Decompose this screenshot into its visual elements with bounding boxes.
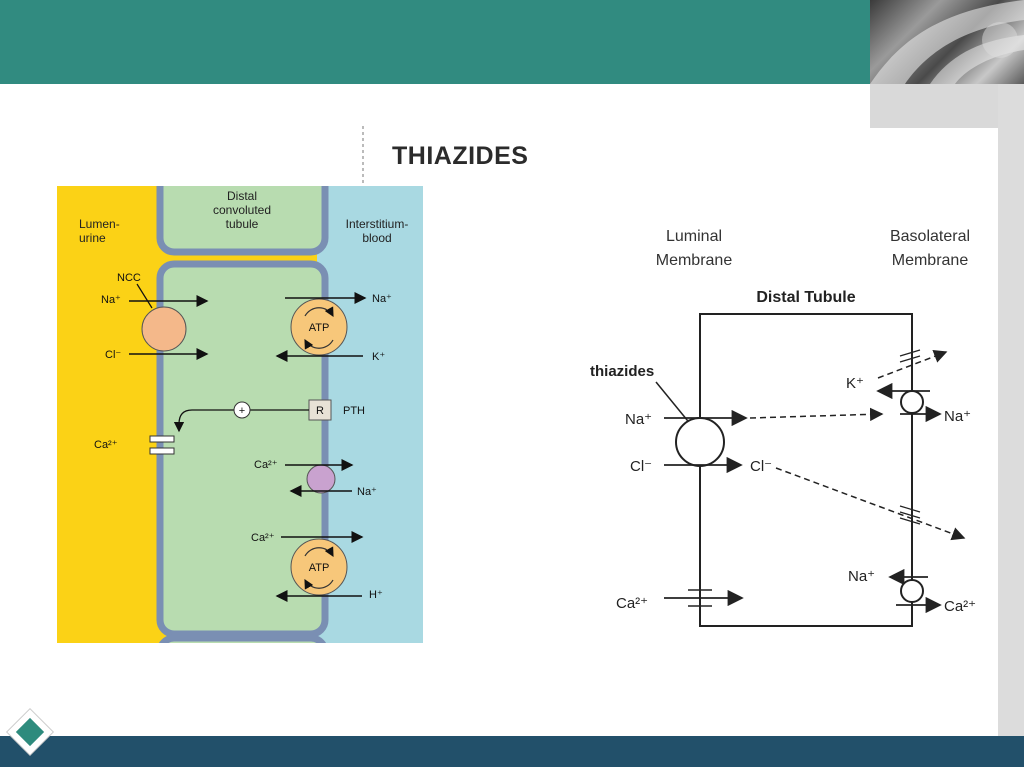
ca-lumen-label: Ca²⁺ [616,595,648,612]
basolateral-label-line1: Basolateral [890,228,970,245]
pump-ca-label: Ca²⁺ [251,532,275,544]
k-label: K⁺ [846,375,864,392]
lumen-label-line2: urine [79,231,106,245]
receptor-label: R [316,405,324,417]
atp-cycle-arrow-2a [304,546,334,558]
exchanger-na-label: Na⁺ [357,486,377,498]
na-k-pump [900,390,924,414]
ca-channel-top [149,435,175,443]
bottom-banner [0,736,1024,767]
k-channel-mark-1 [899,349,921,357]
right-edge-decoration [998,84,1024,736]
atp-cycle-arrow-2b [304,578,334,590]
atp-label-2: ATP [309,562,330,574]
pump-h-label: H⁺ [369,589,383,601]
atp-label-1: ATP [309,322,330,334]
na-ca-exchanger [306,464,336,494]
basolateral-label-line2: Membrane [892,252,969,269]
ca-channel-bottom [149,447,175,455]
ca-channel-label: Ca²⁺ [94,439,118,451]
distal-tubule-label: Distal Tubule [756,289,855,306]
na-ca-exchanger [900,579,924,603]
lumen-label-line1: Lumen- [79,217,120,231]
stimulation-symbol [233,401,251,419]
ncc-cl-label: Cl⁻ [105,349,121,361]
thiazides-label: thiazides [590,363,654,380]
interstitium-label-line2: blood [362,231,391,245]
tubule-cell-outline [699,313,913,627]
ncc-pointer [136,283,153,309]
logo-diamond-inner [15,717,45,747]
tubule-label-line3: tubule [226,217,259,231]
plus-label: + [239,405,245,417]
ncc-cotransporter [675,417,725,467]
tubule-label-line1: Distal [227,189,257,203]
pth-label: PTH [343,405,365,417]
ncc-label: NCC [117,272,141,284]
luminal-label-line2: Membrane [656,252,733,269]
pump-na-label: Na⁺ [372,293,392,305]
ncc-transporter [141,306,187,352]
cl-lumen-label: Cl⁻ [630,458,652,475]
top-banner [0,0,870,84]
thiazide-mechanism-figure: Luminal Membrane Basolateral Membrane Di… [590,228,976,627]
atp-cycle-arrow-1b [304,338,334,350]
corner-decoration-graphic [870,0,1024,84]
slide-title: THIAZIDES [392,142,529,170]
luminal-label-line1: Luminal [666,228,722,245]
na-cytosol-dashed-arrow [749,407,884,422]
pth-signal-arrow [173,409,309,433]
na-blood-bottom-label: Na⁺ [848,568,875,585]
cl-basolateral-dashed-arrow [775,467,966,541]
distal-tubule-transport-figure: Lumen- urine Distal convoluted tubule In… [57,186,423,643]
tubule-label-line2: convoluted [213,203,271,217]
cl-channel-mark-2 [899,511,921,519]
interstitium-label-line1: Interstitium- [346,217,409,231]
na-blood-label: Na⁺ [944,408,971,425]
k-channel-mark-2 [899,355,921,363]
lumen-region [57,186,167,643]
ca-blood-label: Ca²⁺ [944,598,976,615]
pump-k-label: K⁺ [372,351,385,363]
cl-channel-mark-1 [899,505,921,513]
corner-decoration-image [870,0,1024,84]
atp-cycle-arrow-1a [304,306,334,318]
k-dashed-arrow [877,349,948,379]
title-divider [362,126,364,186]
cl-cell-label: Cl⁻ [750,458,772,475]
lower-cell [158,634,327,643]
na-lumen-label: Na⁺ [625,411,652,428]
upper-cell [156,186,329,256]
exchanger-ca-label: Ca²⁺ [254,459,278,471]
ncc-na-label: Na⁺ [101,294,121,306]
cl-channel-mark-3 [899,517,921,525]
